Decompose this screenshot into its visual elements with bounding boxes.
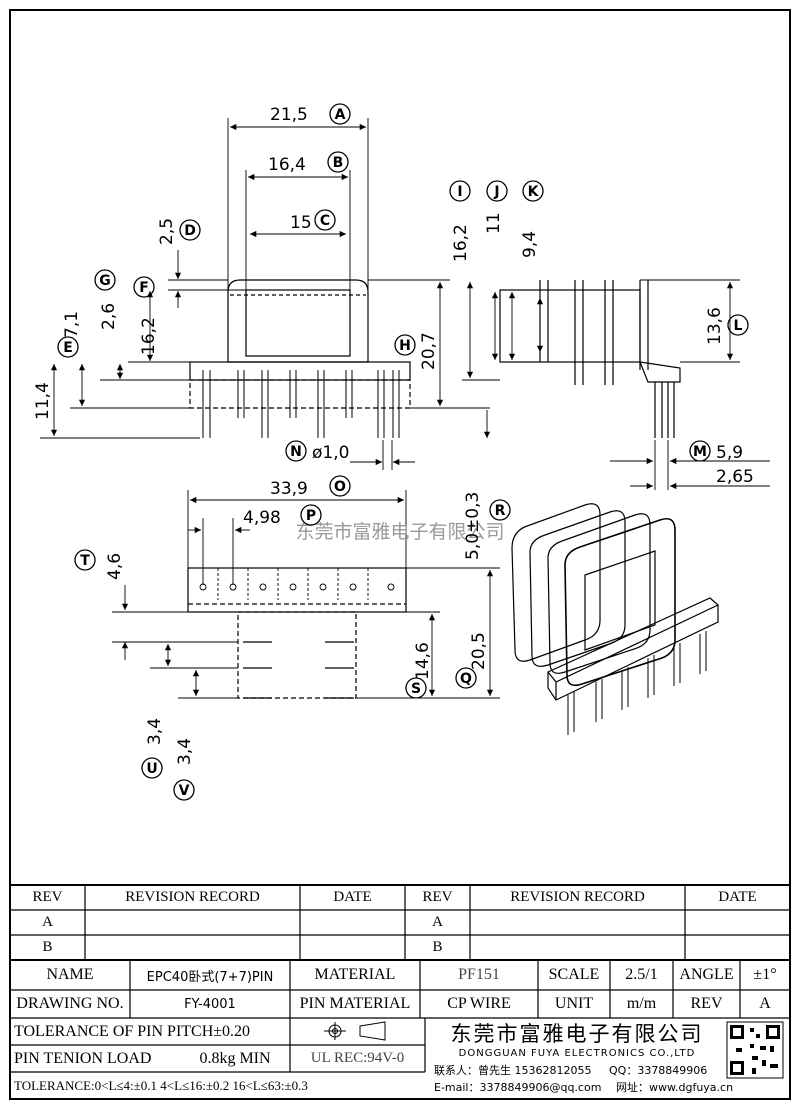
- svg-text:U: U: [146, 761, 157, 777]
- dim-J-value: 11: [484, 212, 504, 234]
- dim-A-value: 21,5: [270, 105, 308, 125]
- projection-symbol-icon: [324, 1021, 386, 1041]
- marker-T: T: [74, 549, 96, 571]
- marker-N: N: [285, 440, 307, 462]
- marker-L: L: [727, 314, 749, 336]
- svg-text:E: E: [63, 340, 73, 356]
- svg-text:S: S: [411, 681, 421, 697]
- title-block-grid: [10, 884, 790, 1073]
- dim-M-value: 5,9: [716, 443, 743, 463]
- marker-H: H: [394, 334, 416, 356]
- svg-text:N: N: [290, 444, 302, 460]
- dim-M2-value: 2,65: [716, 467, 754, 487]
- dim-B-value: 16,4: [268, 155, 306, 175]
- dim-E2-value: 11,4: [33, 382, 53, 420]
- svg-text:J: J: [493, 184, 499, 200]
- dim-U-value: 3,4: [145, 718, 165, 745]
- svg-text:B: B: [333, 155, 344, 171]
- dim-F-value: 2,6: [99, 303, 119, 330]
- marker-E: E: [57, 336, 79, 358]
- dim-I-value: 16,2: [451, 224, 471, 262]
- marker-U: U: [141, 757, 163, 779]
- dim-C-value: 15: [290, 213, 312, 233]
- dim-Q-value: 20,5: [469, 632, 489, 670]
- svg-text:H: H: [399, 338, 411, 354]
- dim-L-value: 13,6: [705, 307, 725, 345]
- dim-O-value: 33,9: [270, 479, 308, 499]
- isometric-view: [511, 503, 720, 735]
- dim-E-value: 7,1: [62, 311, 82, 338]
- svg-text:T: T: [80, 553, 90, 569]
- dim-S-value: 14,6: [413, 642, 433, 680]
- dim-H-value: 20,7: [419, 332, 439, 370]
- front-dimension-lines: [40, 118, 450, 470]
- svg-text:A: A: [335, 107, 346, 123]
- svg-text:D: D: [184, 223, 196, 239]
- bottom-dimension-lines: [112, 490, 500, 699]
- marker-K: K: [522, 180, 544, 202]
- side-dimension-lines: [410, 279, 770, 490]
- marker-C: C: [314, 209, 336, 231]
- svg-text:C: C: [320, 213, 330, 229]
- marker-O: O: [329, 475, 351, 497]
- dim-K-value: 9,4: [520, 231, 540, 258]
- svg-text:O: O: [334, 479, 346, 495]
- marker-G: G: [94, 269, 116, 291]
- marker-V: V: [173, 779, 195, 801]
- marker-M: M: [689, 440, 711, 462]
- dim-N-value: ø1,0: [312, 443, 349, 463]
- qr-code-icon: [726, 1021, 784, 1079]
- sheet-border: [9, 9, 791, 1100]
- marker-D: D: [179, 219, 201, 241]
- marker-J: J: [486, 180, 508, 202]
- dim-P-value: 4,98: [243, 508, 281, 528]
- svg-text:V: V: [179, 783, 190, 799]
- marker-F: F: [133, 276, 155, 298]
- dim-G-value: 16,2: [139, 317, 159, 355]
- marker-P: P: [300, 504, 322, 526]
- svg-text:I: I: [457, 184, 462, 200]
- marker-R: R: [489, 499, 511, 521]
- svg-text:L: L: [734, 318, 743, 334]
- watermark: 东莞市富雅电子有限公司: [295, 521, 504, 543]
- svg-text:K: K: [528, 184, 540, 200]
- svg-text:Q: Q: [460, 671, 472, 687]
- circled-markers: A B C D E F G H I J K L M N O P Q R S T …: [57, 103, 749, 801]
- front-view: [189, 279, 411, 438]
- side-view: [499, 280, 681, 438]
- dim-T-value: 4,6: [105, 553, 125, 580]
- marker-B: B: [327, 151, 349, 173]
- svg-text:G: G: [99, 273, 111, 289]
- marker-I: I: [449, 180, 471, 202]
- bottom-view: [187, 567, 407, 699]
- svg-text:F: F: [139, 280, 149, 296]
- svg-text:R: R: [495, 503, 506, 519]
- marker-Q: Q: [455, 667, 477, 689]
- dimension-texts: 21,5 16,4 15 2,5 7,1 2,6 16,2 11,4 20,7 …: [33, 105, 754, 765]
- svg-text:P: P: [306, 508, 316, 524]
- dim-R-value: 5,0±0,3: [463, 492, 483, 560]
- dim-D-value: 2,5: [157, 218, 177, 245]
- marker-A: A: [329, 103, 351, 125]
- dim-V-value: 3,4: [175, 738, 195, 765]
- marker-S: S: [405, 677, 427, 699]
- svg-text:M: M: [693, 444, 707, 460]
